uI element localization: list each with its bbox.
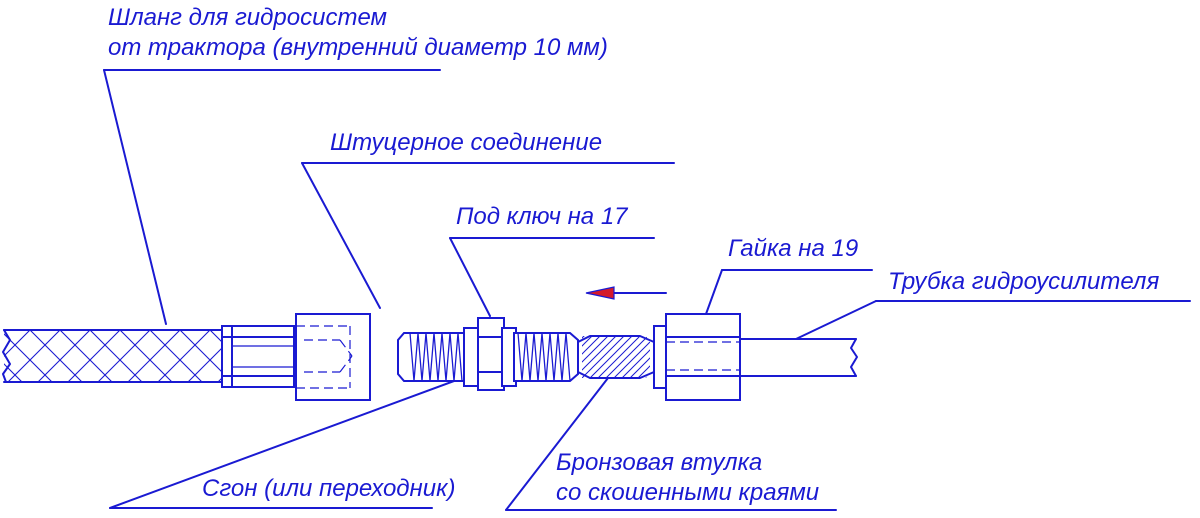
adapter-label: Сгон (или переходник) — [202, 475, 455, 502]
leader-lines — [103, 69, 1191, 511]
sleeve-label-line2: со скошенными краями — [556, 479, 819, 506]
hose-label-line2: от трактора (внутренний диаметр 10 мм) — [108, 34, 608, 61]
bronze-sleeve — [577, 335, 655, 379]
hose-label-line1: Шланг для гидросистем — [108, 4, 387, 31]
hose-ferrule — [221, 325, 295, 388]
assembly-direction-arrow — [585, 286, 667, 300]
wrench-size-label: Под ключ на 17 — [456, 203, 629, 230]
steering-tube — [739, 338, 858, 377]
hose-fitting-nut — [295, 313, 371, 401]
tube-label: Трубка гидроусилителя — [888, 268, 1159, 295]
fitting-label: Штуцерное соединение — [330, 129, 602, 156]
union-nut-19 — [653, 313, 741, 401]
threaded-adapter — [397, 317, 579, 391]
braided-hose — [2, 329, 223, 383]
sleeve-label-line1: Бронзовая втулка — [556, 449, 762, 476]
nut-size-label: Гайка на 19 — [728, 235, 858, 262]
